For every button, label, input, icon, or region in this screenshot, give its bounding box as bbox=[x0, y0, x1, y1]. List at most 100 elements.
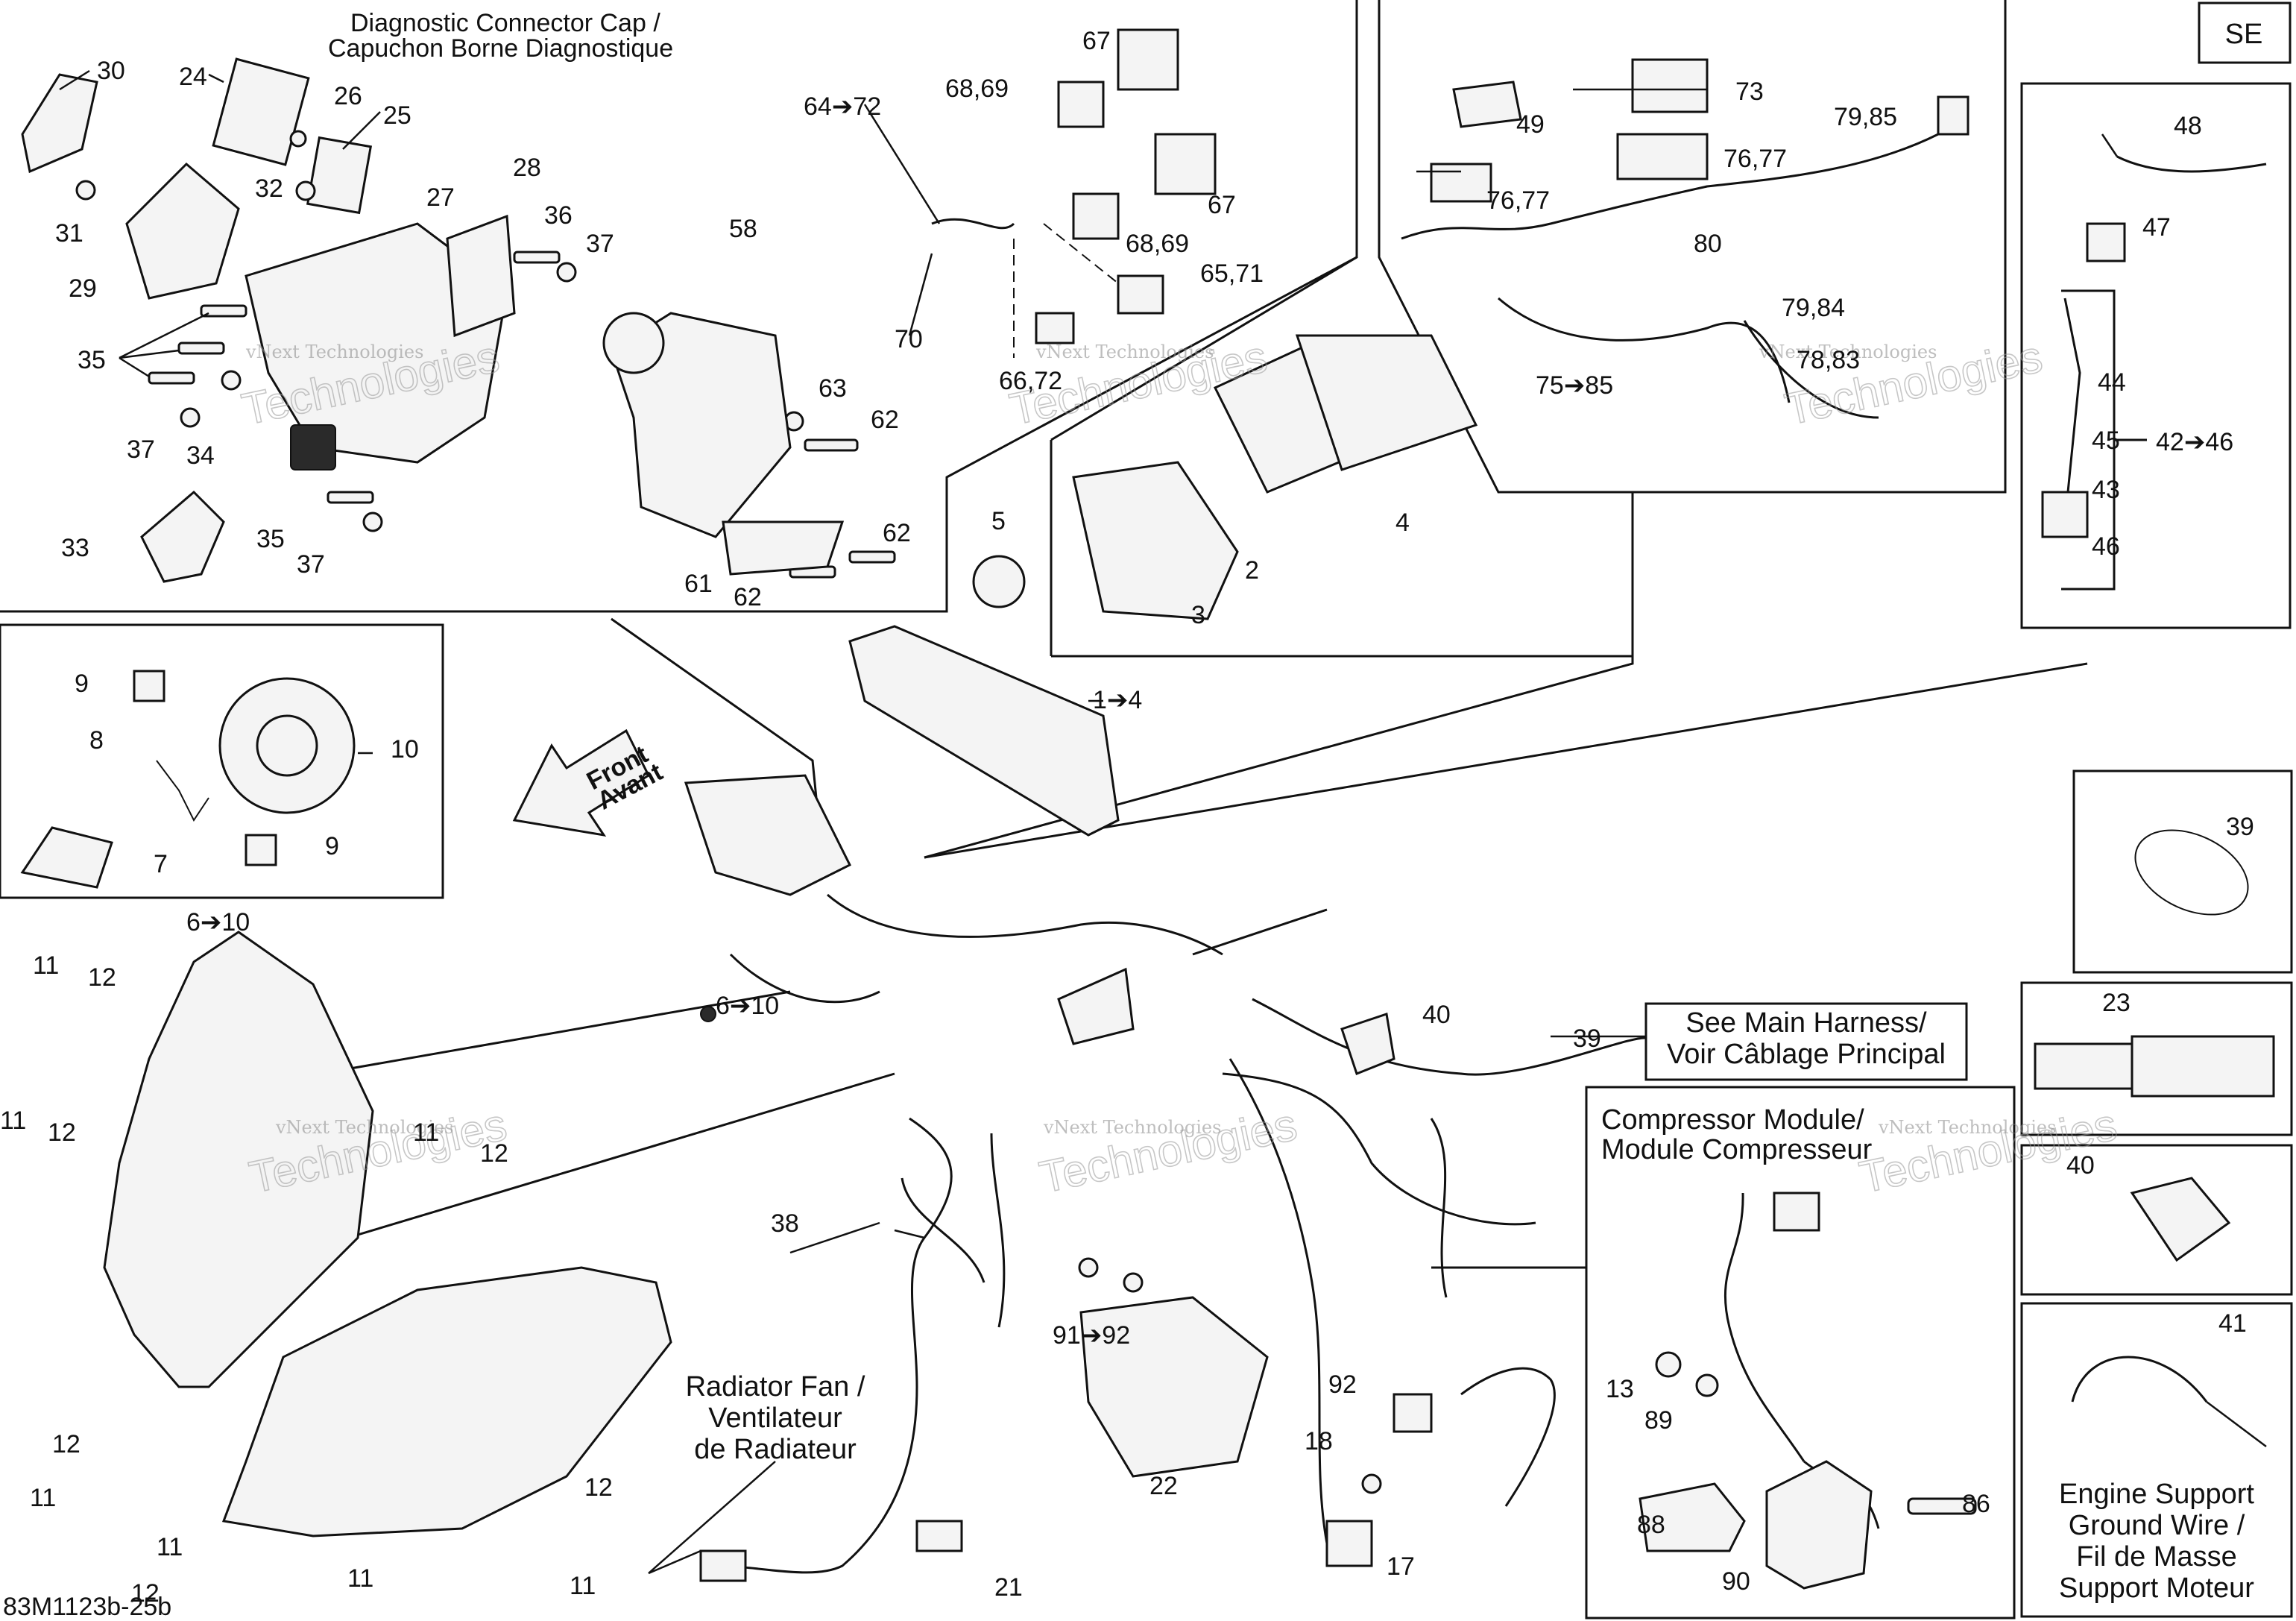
tube-40-body bbox=[2131, 1035, 2275, 1098]
callout: 11 bbox=[33, 951, 59, 980]
callout: 3 bbox=[1191, 601, 1205, 629]
switch-13 bbox=[1325, 1520, 1373, 1567]
note-main-harness-fr: Voir Câblage Principal bbox=[1667, 1039, 1946, 1070]
connector-comp bbox=[1773, 1192, 1820, 1232]
callout: 34 bbox=[186, 441, 215, 470]
callout: 31 bbox=[55, 219, 83, 248]
corner-tag: SE bbox=[2225, 19, 2263, 50]
callouts: 30 24 26 25 31 32 29 27 28 36 37 35 37 3… bbox=[0, 27, 2254, 1608]
callout: 12 bbox=[480, 1139, 508, 1168]
sensor-33 bbox=[140, 490, 225, 583]
module-rear bbox=[1057, 967, 1135, 1045]
callout: 61 bbox=[684, 570, 713, 598]
relay-67b bbox=[1154, 133, 1217, 195]
post-18 bbox=[1393, 1393, 1433, 1433]
relay-67a bbox=[1117, 28, 1179, 91]
watermark-text: vNext Technologies bbox=[1759, 341, 1937, 362]
callout: 62 bbox=[883, 519, 911, 547]
gauge-5 bbox=[972, 555, 1026, 608]
callout: 86 bbox=[1962, 1490, 1990, 1518]
callout: 73 bbox=[1735, 78, 1764, 106]
callout: 10 bbox=[391, 735, 419, 764]
gauge-4b bbox=[1295, 334, 1478, 471]
callout: 29 bbox=[69, 274, 97, 303]
socket-68 bbox=[1057, 81, 1105, 128]
connector-24 bbox=[212, 57, 310, 166]
callout: 9 bbox=[75, 670, 89, 698]
note-main-harness-en: See Main Harness/ bbox=[1685, 1007, 1927, 1039]
headlamp-left bbox=[103, 931, 374, 1388]
regulator-21 bbox=[1079, 1296, 1269, 1478]
callout: 7 bbox=[154, 850, 168, 878]
plug-76a bbox=[1430, 163, 1492, 203]
footer-code: 83M1123b-25b bbox=[3, 1593, 171, 1621]
note-radiator-fr2: de Radiateur bbox=[694, 1434, 857, 1465]
callout: 12 bbox=[52, 1430, 81, 1458]
clip-frame bbox=[2020, 1144, 2293, 1296]
callout: 38 bbox=[771, 1209, 799, 1238]
switch-49 bbox=[1452, 81, 1522, 128]
callout: 75➔85 bbox=[1536, 371, 1613, 400]
sensor-panel-frame bbox=[2020, 82, 2292, 629]
callout: 26 bbox=[334, 82, 362, 110]
callout: 79,85 bbox=[1834, 103, 1897, 131]
switch-73 bbox=[1631, 58, 1709, 113]
watermark: vNext Technologies vNext Technologies vN… bbox=[237, 331, 2122, 1203]
callout: 30 bbox=[97, 57, 125, 85]
callout: 88 bbox=[1637, 1511, 1665, 1539]
callout: 6➔10 bbox=[716, 992, 779, 1020]
clip-39 bbox=[2130, 1177, 2231, 1262]
note-ground-fr2: Support Moteur bbox=[2059, 1573, 2254, 1604]
callout: 27 bbox=[426, 183, 455, 212]
callout: 48 bbox=[2174, 112, 2202, 140]
block-36 bbox=[446, 214, 516, 338]
boot-9b bbox=[245, 834, 277, 866]
callout: 33 bbox=[61, 534, 89, 562]
watermark-text: vNext Technologies bbox=[1878, 1117, 2056, 1138]
callout: 37 bbox=[297, 550, 325, 579]
tube-40 bbox=[2034, 1042, 2133, 1090]
callout: 12 bbox=[48, 1118, 76, 1147]
note-radiator-fr1: Ventilateur bbox=[708, 1403, 842, 1434]
callout: 68,69 bbox=[1126, 230, 1189, 258]
note-radiator-en: Radiator Fan / bbox=[686, 1371, 865, 1403]
note-ground-en2: Ground Wire / bbox=[2069, 1510, 2245, 1541]
callout: 64➔72 bbox=[804, 92, 881, 121]
motor-58 bbox=[610, 312, 792, 538]
callout: 21 bbox=[994, 1573, 1023, 1602]
callout: 70 bbox=[895, 325, 923, 353]
compressor-86 bbox=[1765, 1460, 1873, 1590]
headlamp-right bbox=[221, 1266, 672, 1537]
callout: 67 bbox=[1208, 191, 1236, 219]
fuse-65 bbox=[1117, 274, 1164, 315]
callout: 37 bbox=[586, 230, 614, 258]
note-ground-en1: Engine Support bbox=[2059, 1479, 2254, 1510]
callout: 65,71 bbox=[1200, 259, 1264, 288]
callout: 8 bbox=[89, 726, 104, 755]
callout: 67 bbox=[1082, 27, 1111, 55]
hose-90 bbox=[1639, 1482, 1746, 1552]
callout: 12 bbox=[131, 1579, 160, 1608]
callout: 62 bbox=[734, 583, 762, 611]
callout: 11 bbox=[413, 1118, 439, 1147]
callout: 24 bbox=[179, 63, 207, 91]
bracket-28 bbox=[245, 222, 508, 464]
note-diagnostic-fr: Capuchon Borne Diagnostique bbox=[328, 34, 673, 63]
callout: 9 bbox=[325, 832, 339, 860]
callout: 63 bbox=[819, 374, 847, 403]
harness-70 bbox=[931, 218, 1015, 230]
boot-9a bbox=[133, 670, 165, 702]
callout: 12 bbox=[584, 1473, 613, 1502]
callout: 11 bbox=[570, 1572, 596, 1600]
leaders bbox=[59, 69, 2119, 1575]
callout: 36 bbox=[544, 201, 573, 230]
compressor-frame bbox=[1585, 1086, 2016, 1620]
bezel-3 bbox=[1072, 461, 1239, 620]
strap-41 bbox=[2134, 829, 2249, 916]
harness-80 bbox=[1401, 133, 1939, 240]
callout: 80 bbox=[1694, 230, 1722, 258]
callout: 89 bbox=[1644, 1406, 1673, 1435]
bracket-29 bbox=[125, 162, 240, 300]
callout: 40 bbox=[2066, 1151, 2095, 1180]
